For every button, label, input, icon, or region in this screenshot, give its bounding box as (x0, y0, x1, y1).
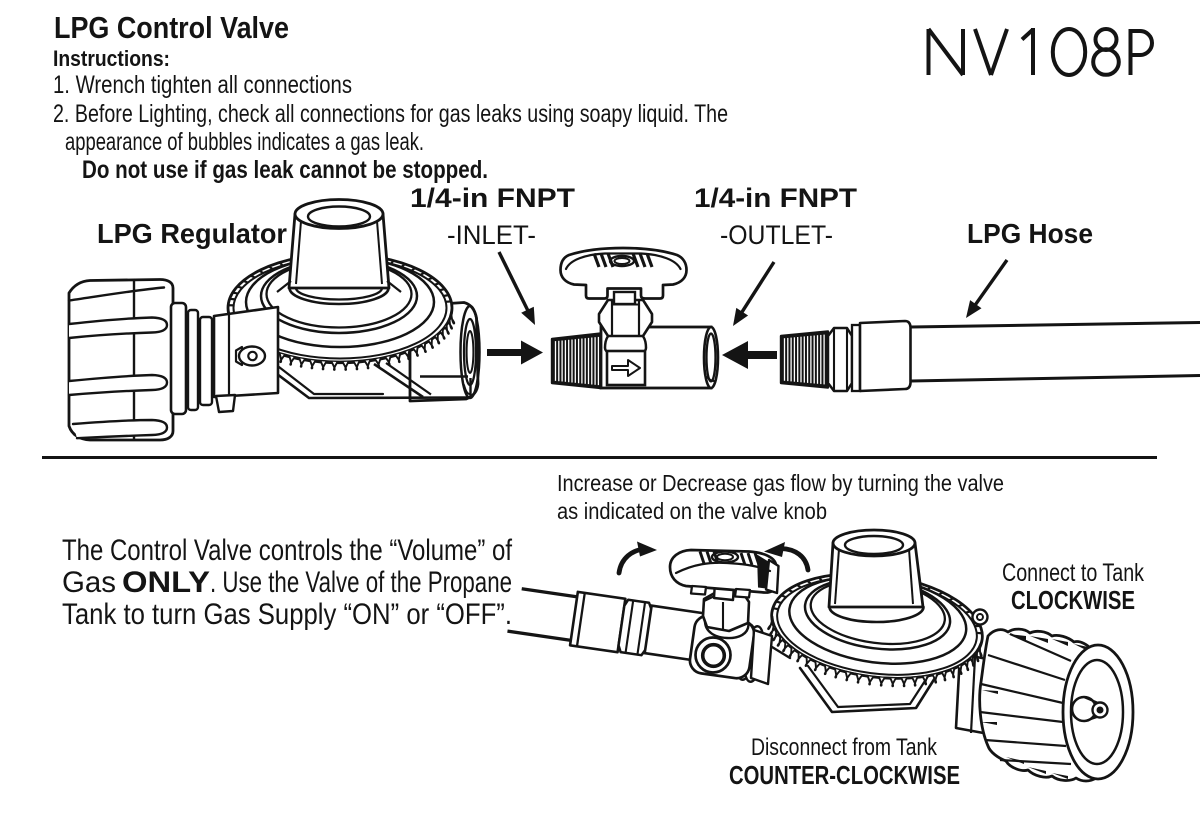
svg-text:as indicated on the valve knob: as indicated on the valve knob (557, 498, 827, 524)
svg-text:Instructions:: Instructions: (53, 46, 170, 71)
svg-text:Gas: Gas (62, 566, 116, 599)
svg-text:1. Wrench tighten all connecti: 1. Wrench tighten all connections (53, 71, 352, 99)
svg-text:LPG Regulator: LPG Regulator (97, 218, 287, 249)
svg-text:CLOCKWISE: CLOCKWISE (1011, 585, 1135, 615)
svg-text:1/4-in FNPT: 1/4-in FNPT (410, 183, 576, 213)
svg-text:-INLET-: -INLET- (447, 220, 536, 250)
svg-text:LPG Control Valve: LPG Control Valve (54, 10, 289, 45)
svg-text:LPG Hose: LPG Hose (967, 218, 1093, 249)
svg-text:Disconnect from Tank: Disconnect from Tank (751, 734, 938, 761)
svg-text:-OUTLET-: -OUTLET- (720, 220, 833, 250)
svg-text:COUNTER-CLOCKWISE: COUNTER-CLOCKWISE (729, 760, 960, 790)
svg-text:appearance of bubbles indicate: appearance of bubbles indicates a gas le… (65, 128, 424, 156)
svg-text:2. Before Lighting, check all: 2. Before Lighting, check all connection… (53, 100, 728, 128)
svg-text:Tank to turn Gas Supply “ON” o: Tank to turn Gas Supply “ON” or “OFF”. (62, 598, 512, 631)
svg-text:Increase or Decrease gas flow: Increase or Decrease gas flow by turning… (557, 470, 1004, 496)
svg-text:ONLY: ONLY (122, 566, 210, 599)
svg-text:The Control Valve controls the: The Control Valve controls the “Volume” … (62, 534, 513, 567)
svg-text:Connect to Tank: Connect to Tank (1002, 559, 1144, 587)
svg-text:. Use the Valve of the Propane: . Use the Valve of the Propane (210, 566, 512, 599)
svg-text:Do not use if gas leak cannot: Do not use if gas leak cannot be stopped… (82, 156, 488, 184)
svg-text:1/4-in FNPT: 1/4-in FNPT (694, 183, 858, 213)
